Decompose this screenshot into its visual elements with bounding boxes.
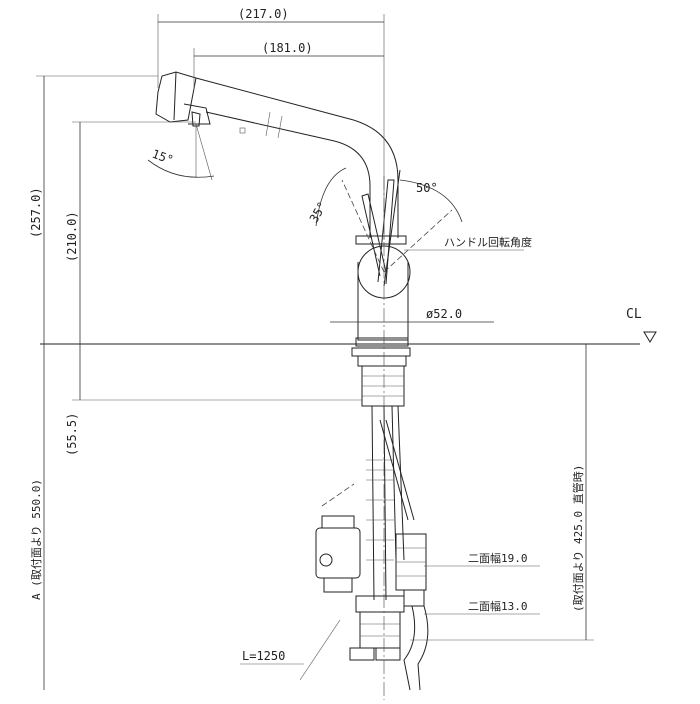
angle-handle-left: 35°: [307, 199, 330, 225]
dim-hose-l: L=1250: [242, 649, 285, 663]
dim-overall-reach: (217.0): [238, 7, 289, 21]
label-handle-rotation: ハンドル回転角度: [444, 235, 532, 249]
dim-hose-length-b: (取付面より 425.0 直管時): [571, 465, 585, 612]
mounting-shank: [351, 347, 411, 407]
label-flats-13: 二面幅13.0: [468, 600, 528, 613]
angle-spray: 15°: [150, 147, 175, 168]
dim-below-counter: (55.5): [65, 413, 79, 456]
dim-hose-length-a: A (取付面より 550.0): [30, 479, 43, 600]
dim-base-diameter: ø52.0: [426, 307, 462, 321]
label-flats-19: 二面幅19.0: [468, 552, 528, 565]
dim-spout-height: (210.0): [65, 211, 79, 262]
dimension-lines: [36, 14, 594, 700]
counter-line: [40, 331, 657, 345]
faucet-base: [355, 169, 411, 347]
supply-hoses: [315, 405, 429, 691]
faucet-spout: [155, 71, 399, 238]
label-counter-line: CL: [626, 307, 642, 322]
dim-overall-height: (257.0): [29, 187, 43, 238]
dim-spout-reach: (181.0): [262, 41, 313, 55]
angle-handle-right: 50°: [416, 181, 438, 195]
